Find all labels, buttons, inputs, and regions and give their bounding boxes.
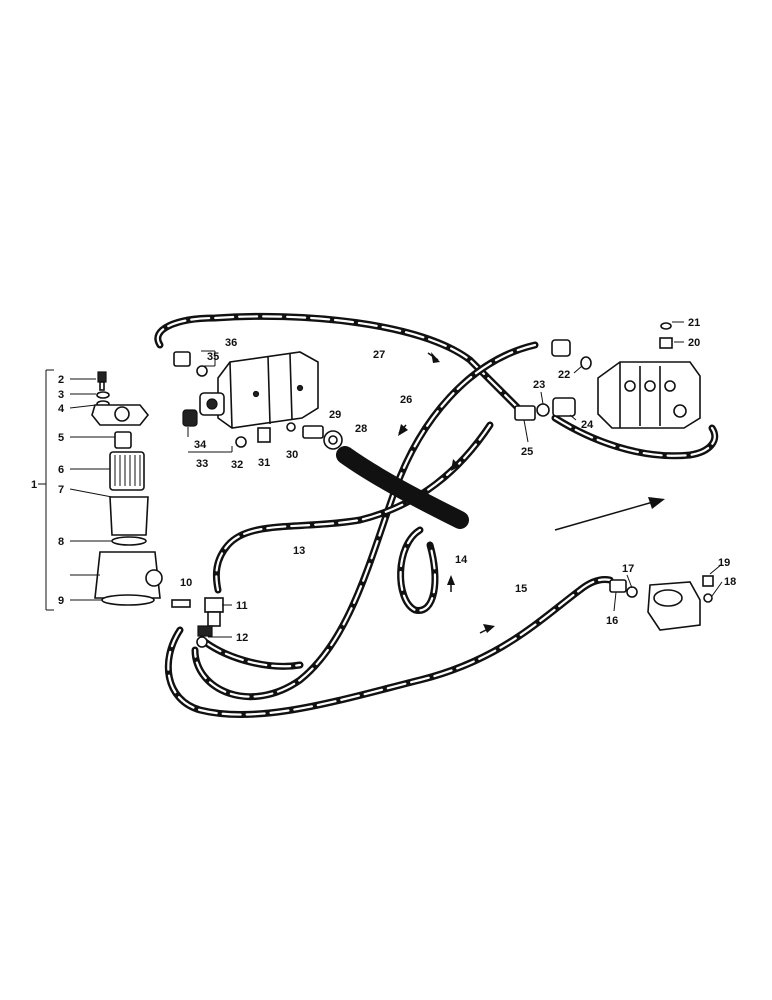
callout-10: 10 <box>180 577 192 589</box>
callout-34: 34 <box>194 439 207 451</box>
callout-28: 28 <box>355 423 367 435</box>
callout-31: 31 <box>258 457 270 469</box>
flow-arrows <box>398 352 665 634</box>
callout-30: 30 <box>286 449 298 461</box>
callout-27: 27 <box>373 349 385 361</box>
callout-16: 16 <box>606 615 618 627</box>
callout-33: 33 <box>196 458 208 470</box>
callout-1: 1 <box>31 479 37 491</box>
fitting-12 <box>196 636 208 648</box>
callout-35: 35 <box>207 351 219 363</box>
hose-26 <box>191 341 539 701</box>
valve-fittings <box>514 339 592 421</box>
tee-fitting <box>197 597 224 637</box>
pump-fittings <box>173 351 343 450</box>
hose-27 <box>154 312 524 414</box>
callout-4: 4 <box>58 403 65 415</box>
filter-assembly <box>91 371 163 606</box>
callout-12: 12 <box>236 632 248 644</box>
callout-23: 23 <box>533 379 545 391</box>
callout-11: 11 <box>236 600 248 612</box>
callout-36: 36 <box>225 337 237 349</box>
callout-29: 29 <box>329 409 341 421</box>
control-valve <box>597 322 701 429</box>
hose-13 <box>212 421 494 594</box>
callout-26: 26 <box>400 394 412 406</box>
callout-5: 5 <box>58 432 64 444</box>
callout-9: 9 <box>58 595 64 607</box>
callout-32: 32 <box>231 459 243 471</box>
callout-21: 21 <box>688 317 700 329</box>
callout-14: 14 <box>455 554 468 566</box>
callout-13: 13 <box>293 545 305 557</box>
callout-2: 2 <box>58 374 64 386</box>
callout-24: 24 <box>581 419 594 431</box>
hose-14 <box>336 446 469 614</box>
callout-8: 8 <box>58 536 64 548</box>
hose-valve-return <box>551 414 719 460</box>
hydraulic-pump <box>199 351 319 429</box>
pump-seal <box>182 409 198 427</box>
callout-15: 15 <box>515 583 527 595</box>
callout-6: 6 <box>58 464 64 476</box>
hose-15 <box>164 576 614 719</box>
callout-20: 20 <box>688 337 700 349</box>
callout-3: 3 <box>58 389 64 401</box>
bolt-10 <box>171 599 191 608</box>
callout-17: 17 <box>622 563 634 575</box>
callout-22: 22 <box>558 369 570 381</box>
callout-labels: 1 2 3 4 5 6 7 8 9 10 11 12 13 14 15 16 1… <box>31 317 736 644</box>
callout-25: 25 <box>521 446 533 458</box>
hose-12 <box>201 638 304 670</box>
leader-lines <box>38 321 723 638</box>
callout-19: 19 <box>718 557 730 569</box>
callout-7: 7 <box>58 484 64 496</box>
outlet-flange <box>609 575 714 631</box>
callout-18: 18 <box>724 576 736 588</box>
